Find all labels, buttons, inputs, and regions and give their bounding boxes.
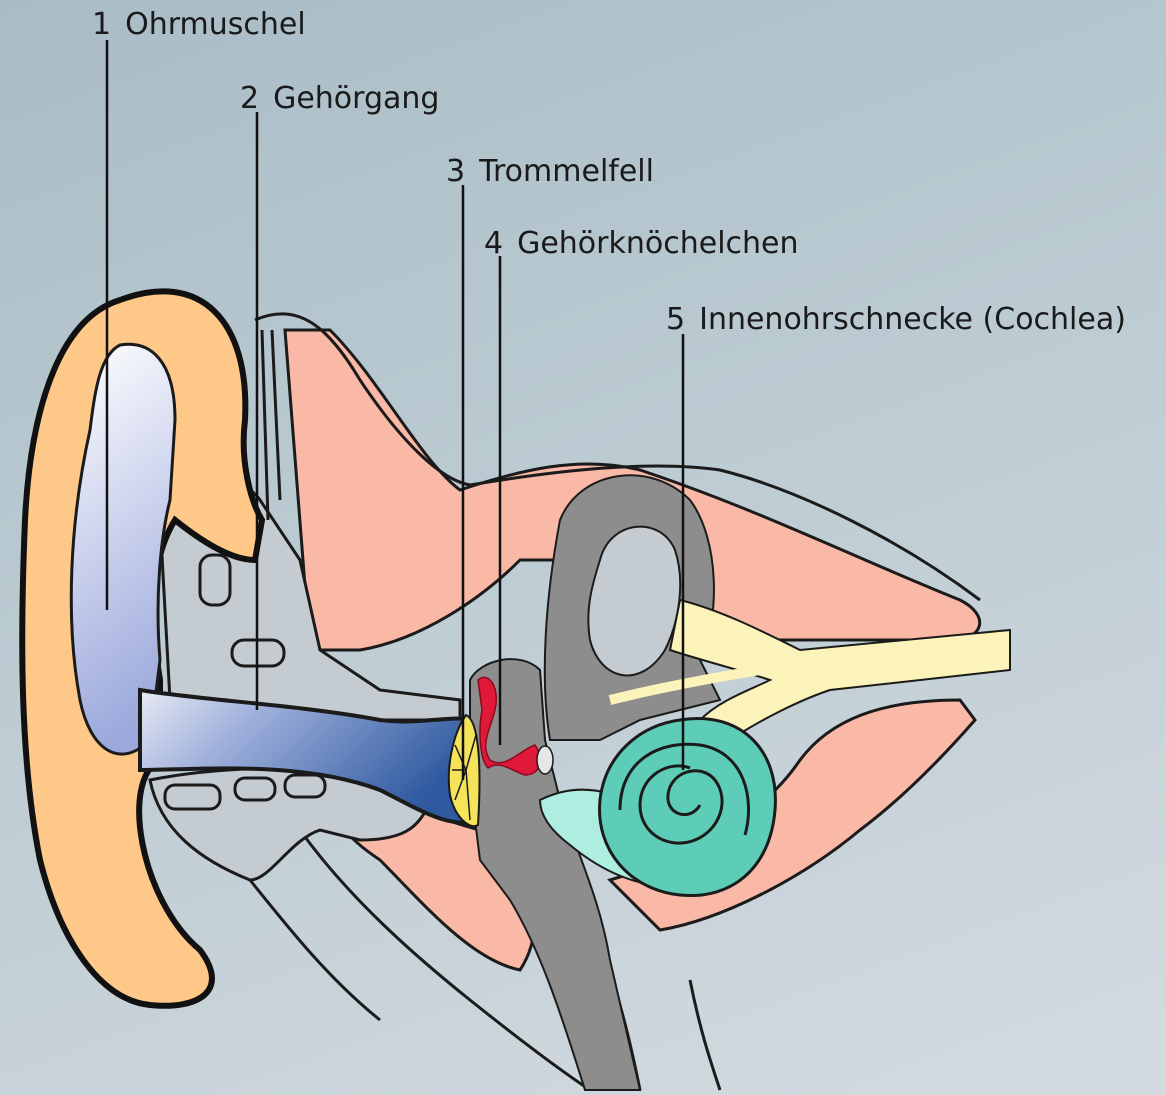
stapes-footplate: [537, 746, 553, 774]
label-eardrum: 3 Trommelfell: [446, 157, 654, 187]
label-text: Gehörknöchelchen: [517, 226, 798, 261]
label-text: Gehörgang: [273, 81, 439, 116]
label-ossicles: 4 Gehörknöchelchen: [484, 229, 799, 259]
label-number: 4: [484, 226, 503, 261]
label-number: 3: [446, 154, 465, 189]
label-number: 2: [240, 81, 259, 116]
label-ear-canal: 2 Gehörgang: [240, 84, 439, 114]
label-cochlea: 5 Innenohrschnecke (Cochlea): [666, 305, 1126, 335]
label-pinna: 1 Ohrmuschel: [92, 10, 306, 40]
label-number: 5: [666, 302, 685, 337]
label-text: Trommelfell: [479, 154, 654, 189]
label-number: 1: [92, 7, 111, 42]
label-text: Ohrmuschel: [125, 7, 306, 42]
label-text: Innenohrschnecke (Cochlea): [699, 302, 1126, 337]
